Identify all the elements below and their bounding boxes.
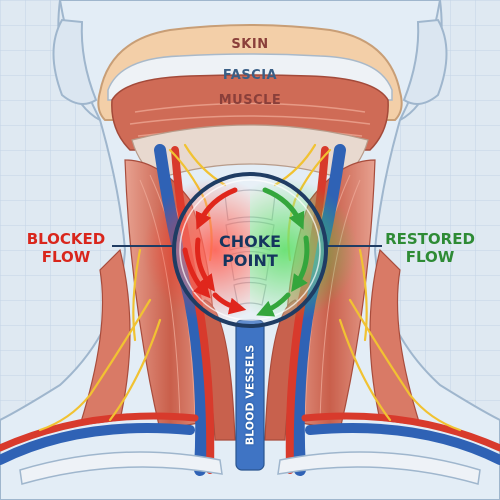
blood-vessels-label: BLOOD VESSELS [243,344,257,446]
blocked-flow-arrows [182,187,247,315]
tissue-layers [97,24,403,179]
ears [52,18,448,105]
restored-flow-label: RESTORED FLOW [382,230,478,266]
left-subclavian [0,423,195,465]
choke-point-label: CHOKE POINT [219,232,281,270]
choke-point-line1: CHOKE [218,232,282,251]
restored-flow-arrows [256,187,310,317]
blocked-flow-line1: BLOCKED [26,230,106,248]
choke-point-ring [172,172,328,328]
skin-label: SKIN [231,37,269,52]
blocked-flow-label: BLOCKED FLOW [20,230,112,266]
blocked-flow-line2: FLOW [41,248,91,266]
choke-point-line2: POINT [222,251,278,270]
restored-flow-line1: RESTORED [385,230,475,248]
muscle-label: MUSCLE [218,93,282,108]
right-subclavian [305,423,500,465]
restored-flow-line2: FLOW [405,248,455,266]
clavicles [19,451,481,485]
fascia-label: FASCIA [222,68,278,83]
